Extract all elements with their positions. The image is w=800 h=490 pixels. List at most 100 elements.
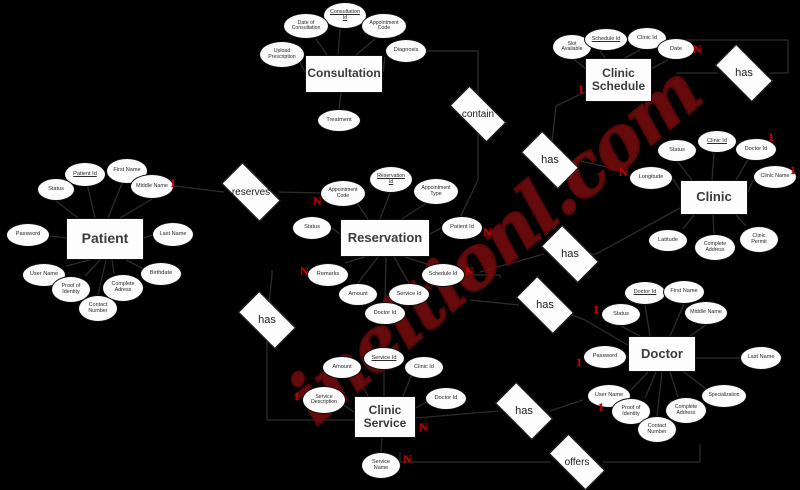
- attribute-d_status[interactable]: Status: [601, 303, 641, 326]
- attribute-p_password[interactable]: Password: [6, 223, 50, 247]
- attribute-r_remarks[interactable]: Remarks: [307, 263, 349, 287]
- cardinality-card_clinic_doctor_id: 1: [768, 130, 774, 144]
- relationship-has_clinic[interactable]: has: [541, 225, 599, 283]
- attribute-sv_service_id[interactable]: Service Id: [363, 347, 405, 370]
- attribute-r_service_id[interactable]: Service Id: [388, 283, 430, 306]
- attribute-cl_clinic_id[interactable]: Clinic Id: [697, 130, 737, 153]
- attribute-cs_clinic_id[interactable]: Clinic Id: [627, 27, 667, 50]
- attribute-label: Status: [613, 310, 629, 317]
- attribute-label: Remarks: [316, 271, 340, 278]
- attribute-label: Doctor Id: [744, 145, 768, 152]
- relationship-label: has: [735, 67, 753, 79]
- attribute-r_patient_id[interactable]: Patient Id: [441, 216, 483, 240]
- relationship-label: has: [536, 299, 554, 311]
- attribute-d_middle_name[interactable]: Middle Name: [684, 301, 728, 325]
- attribute-label: Status: [48, 185, 64, 192]
- attribute-label: Clinic Id: [707, 137, 727, 144]
- attribute-label: Schedule Id: [428, 271, 458, 278]
- entity-consultation[interactable]: Consultation: [305, 55, 383, 93]
- attribute-sv_amount[interactable]: Amount: [322, 356, 362, 379]
- entity-doctor[interactable]: Doctor: [628, 336, 696, 372]
- attribute-r_status[interactable]: Status: [292, 216, 332, 240]
- attribute-p_last_name[interactable]: Last Name: [152, 222, 194, 247]
- relationship-has_bottom[interactable]: has: [495, 382, 553, 440]
- relationship-has_center[interactable]: has: [521, 131, 579, 189]
- entity-patient[interactable]: Patient: [66, 218, 144, 260]
- entity-reservation[interactable]: Reservation: [340, 219, 430, 257]
- attribute-sv_doctor_id[interactable]: Doctor Id: [425, 387, 467, 410]
- attribute-cl_latitude[interactable]: Latitude: [648, 229, 688, 252]
- attribute-sv_clinic_id[interactable]: Clinic Id: [404, 356, 444, 379]
- cardinality-card_res_remarks: N: [300, 264, 309, 278]
- attribute-p_status[interactable]: Status: [37, 178, 75, 201]
- attribute-d_last_name[interactable]: Last Name: [740, 346, 782, 370]
- cardinality-card_schedule_date: N: [693, 42, 702, 56]
- attribute-cs_schedule_id[interactable]: Schedule Id: [584, 28, 628, 51]
- relationship-reserves[interactable]: reserves: [221, 162, 281, 222]
- attribute-r_amount[interactable]: Amount: [338, 283, 378, 306]
- attribute-label: Latitude: [658, 236, 678, 243]
- attribute-d_first_name[interactable]: First Name: [663, 280, 705, 304]
- attribute-label: Service Id: [396, 290, 422, 297]
- relationship-label: reserves: [231, 186, 271, 198]
- relationship-contain[interactable]: contain: [449, 85, 507, 143]
- attribute-label: Diagnosis: [393, 47, 419, 54]
- attribute-p_birthdate[interactable]: Birthdate: [140, 262, 182, 286]
- attribute-r_doctor_id[interactable]: Doctor Id: [364, 302, 406, 325]
- relationship-has_schedule[interactable]: has: [715, 44, 773, 102]
- attribute-label: First Name: [113, 167, 141, 174]
- attribute-label: Status: [669, 146, 685, 153]
- attribute-label: Longitude: [638, 174, 664, 181]
- attribute-d_special[interactable]: Specialization: [701, 384, 747, 408]
- relationship-has_doctor[interactable]: has: [516, 276, 574, 334]
- attribute-cl_clinic_name[interactable]: Clinic Name: [753, 165, 797, 189]
- attribute-cl_longitude[interactable]: Longitude: [629, 166, 673, 190]
- attribute-d_password[interactable]: Password: [583, 345, 627, 369]
- attribute-d_doctor_id[interactable]: Doctor Id: [624, 281, 666, 305]
- attribute-c_treatment[interactable]: Treatment: [317, 109, 361, 132]
- relationship-offers[interactable]: offers: [548, 433, 606, 490]
- relationship-label: contain: [461, 108, 495, 120]
- attribute-cl_status[interactable]: Status: [657, 139, 697, 162]
- attribute-p_middle_name[interactable]: Middle Name: [130, 174, 174, 199]
- entity-label: Patient: [81, 230, 129, 247]
- attribute-c_diagnosis[interactable]: Diagnosis: [385, 39, 427, 63]
- attribute-label: Clinic Id: [414, 363, 434, 370]
- attribute-r_schedule_id[interactable]: Schedule Id: [421, 263, 465, 287]
- entity-label: Reservation: [347, 229, 423, 245]
- attribute-label: Password: [592, 353, 618, 360]
- attribute-cl_doctor_id[interactable]: Doctor Id: [735, 138, 777, 161]
- relationship-has_service[interactable]: has: [238, 291, 296, 349]
- relationship-label: has: [541, 154, 559, 166]
- entity-clinic[interactable]: Clinic: [680, 180, 748, 215]
- attribute-cs_date[interactable]: Date: [657, 38, 695, 60]
- attribute-label: Schedule Id: [591, 35, 621, 42]
- attribute-label: Doctor Id: [373, 309, 397, 316]
- attribute-label: Patient Id: [450, 224, 474, 231]
